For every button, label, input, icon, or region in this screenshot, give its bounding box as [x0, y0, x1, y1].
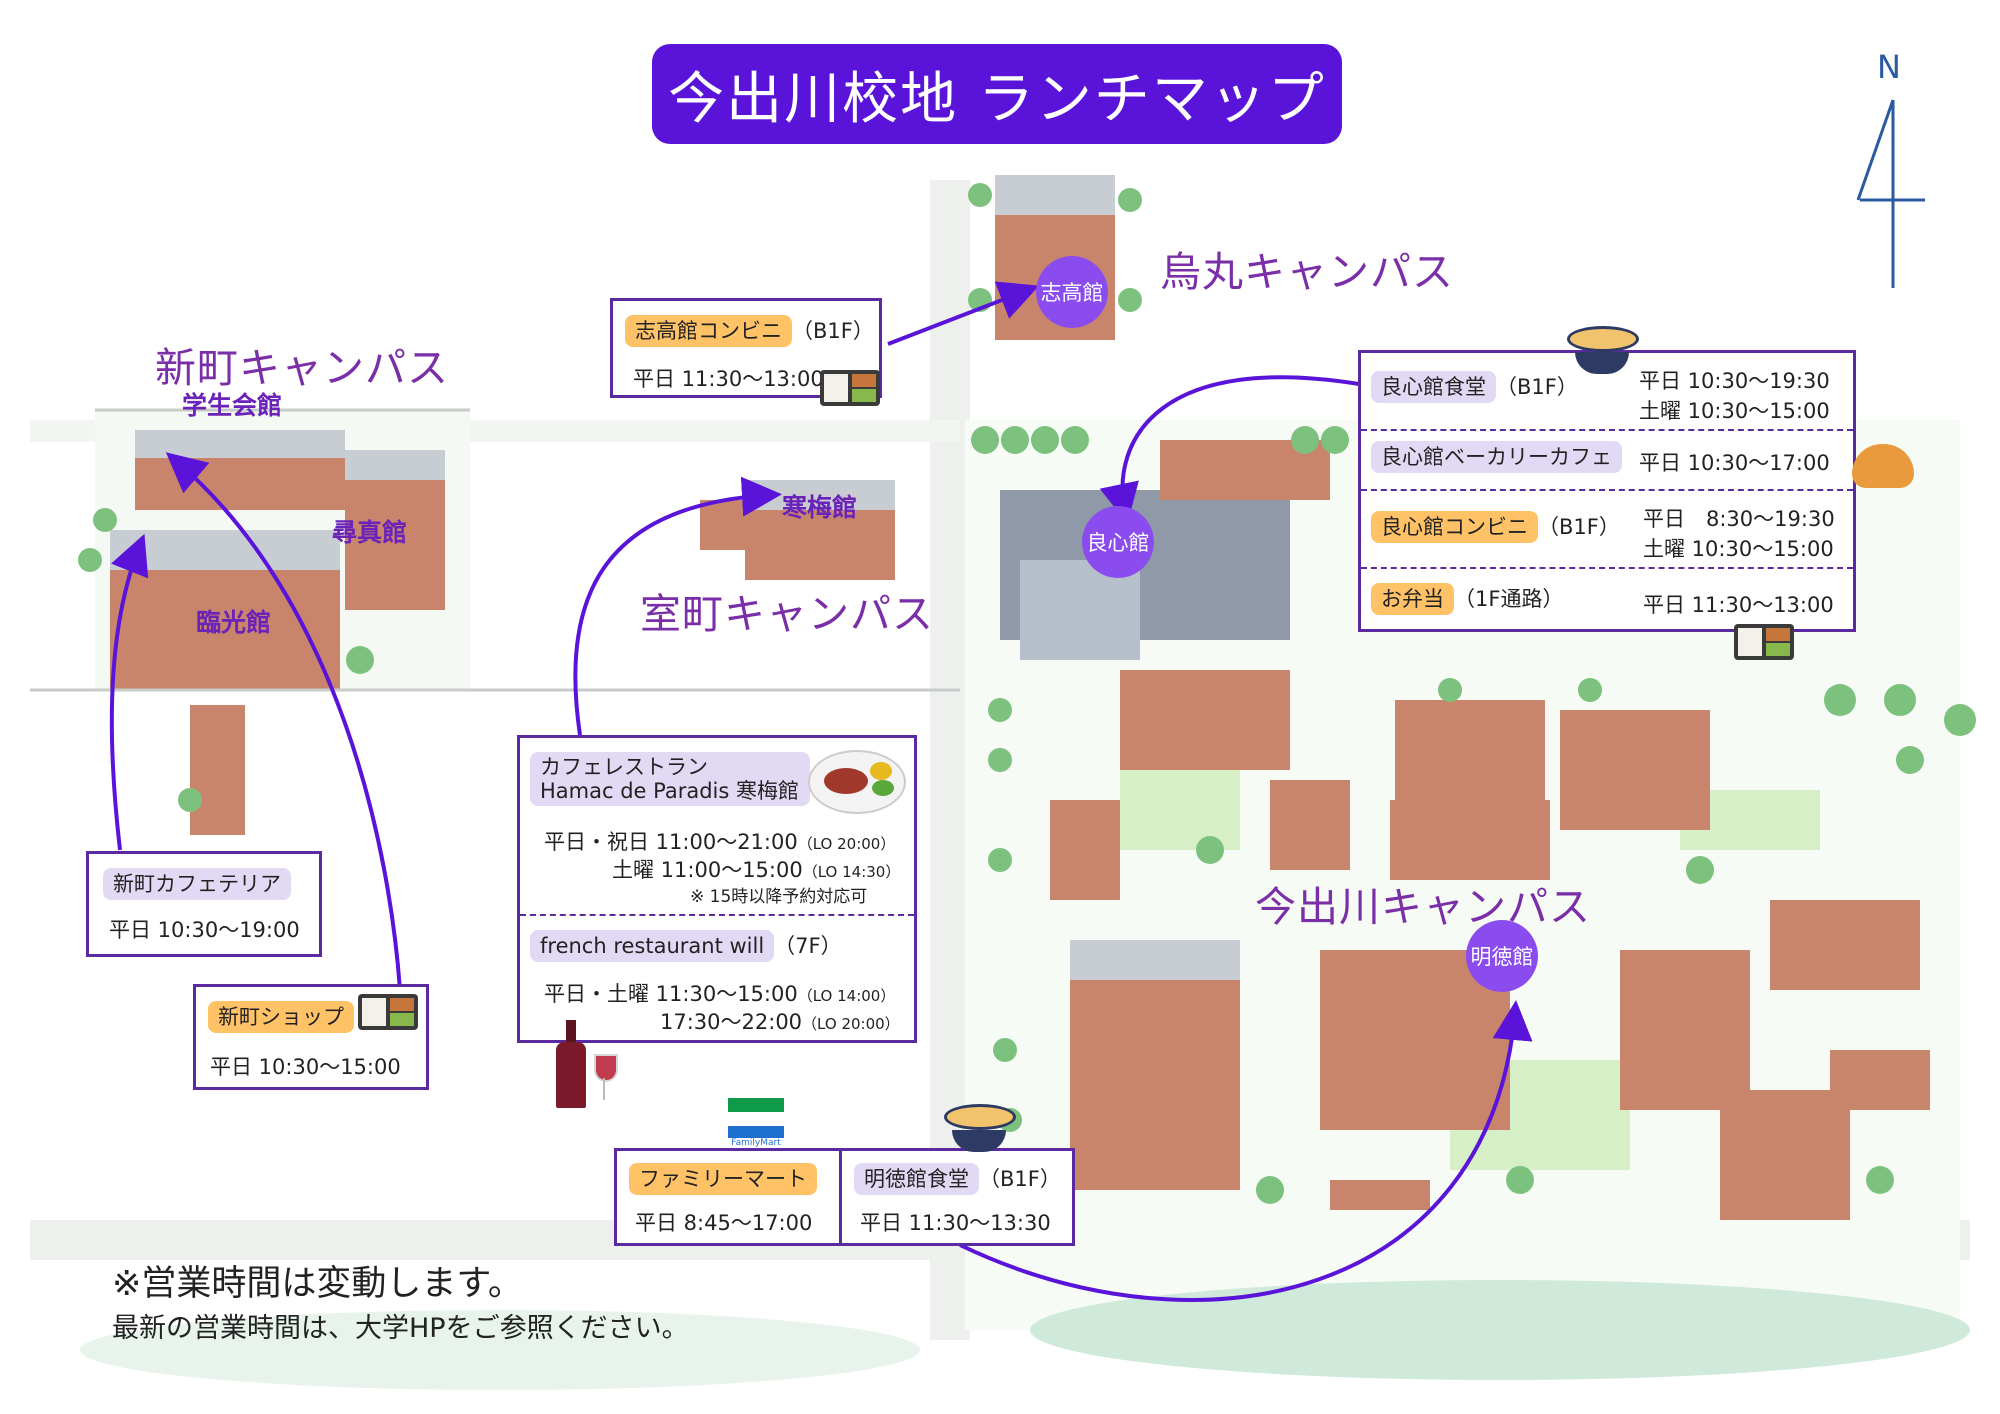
shop-hours-weekday: 平日・祝日 11:00〜21:00（LO 20:00） [544, 830, 896, 854]
bread-icon [1852, 444, 1914, 488]
north-label: N [1877, 48, 1901, 86]
shop-hours: 平日 10:30〜19:00 [109, 918, 300, 942]
divider [520, 914, 914, 916]
shop-hours: 平日 8:45〜17:00 [635, 1211, 813, 1235]
direction-arrows [109, 281, 1533, 1302]
hp-reference-note: 最新の営業時間は、大学HPをご参照ください。 [112, 1313, 689, 1344]
campus-label-muromachi: 室町キャンパス [640, 590, 934, 638]
shop-hours-sat: 土曜 10:30〜15:00 [1639, 399, 1830, 423]
pin-ryoshinkan: 良心館 [1082, 506, 1154, 578]
building-label-kanbaikan: 寒梅館 [782, 493, 858, 522]
arrow-to-kanbaikan [573, 476, 782, 736]
page-title: 今出川校地 ランチマップ [652, 44, 1342, 144]
gakuseikaikan-building [135, 430, 345, 510]
rinkokan-building [110, 530, 340, 690]
shop-floor: （B1F） [1538, 515, 1620, 539]
shop-name: お弁当 [1371, 583, 1454, 616]
arrow-to-rinkokan [109, 533, 149, 851]
pin-meitokukan: 明徳館 [1466, 920, 1538, 992]
divider [1361, 489, 1853, 491]
shinmachi-annex [190, 705, 245, 835]
ramen-icon [1567, 326, 1639, 376]
shop-hours-sat: 土曜 10:30〜15:00 [1643, 537, 1834, 561]
card-shinmachi-cafeteria: 新町カフェテリア 平日 10:30〜19:00 [86, 851, 322, 957]
card-kanbaikan: カフェレストラン Hamac de Paradis 寒梅館 平日・祝日 11:0… [517, 735, 917, 1043]
bento-icon [1734, 624, 1794, 666]
shop-name: french restaurant will [530, 930, 775, 963]
shop-floor: （1F通路） [1454, 587, 1564, 611]
shop-name: 志高館コンビニ [625, 315, 792, 348]
shop-hours-lunch: 平日・土曜 11:30〜15:00（LO 14:00） [544, 982, 896, 1006]
shop-name: カフェレストラン Hamac de Paradis 寒梅館 [530, 752, 810, 807]
shop-hours: 平日 8:30〜19:30 [1643, 507, 1835, 531]
card-ryoshinkan: 良心館食堂（B1F） 平日 10:30〜19:30 土曜 10:30〜15:00… [1358, 350, 1856, 632]
hours-change-note: ※営業時間は変動します。 [112, 1264, 523, 1304]
building-label-jinshinkan: 尋真館 [332, 518, 408, 547]
steak-plate-icon [808, 750, 906, 814]
lawn [1120, 760, 1240, 850]
arrow-to-gakuseikaikan [165, 452, 402, 991]
card-meitokukan: 明徳館食堂（B1F） 平日 11:30〜13:30 [839, 1148, 1075, 1246]
shop-name: 良心館食堂 [1371, 371, 1496, 404]
shop-name: 良心館コンビニ [1371, 511, 1538, 544]
shop-name-line2: Hamac de Paradis 寒梅館 [540, 779, 800, 804]
wine-icon [556, 1020, 620, 1110]
shop-hours-dinner: 17:30〜22:00（LO 20:00） [660, 1010, 900, 1034]
shop-name: 新町ショップ [208, 1001, 354, 1034]
imadegawa-buildings [1050, 700, 1930, 1220]
building-label-gakuseikaikan: 学生会館 [182, 391, 283, 420]
building-label-rinkokan: 臨光館 [196, 608, 272, 637]
shop-name-line1: カフェレストラン [540, 755, 708, 779]
divider [1361, 429, 1853, 431]
reservation-note: ※ 15時以降予約対応可 [690, 887, 868, 907]
campus-label-karasuma: 烏丸キャンパス [1160, 248, 1454, 296]
shop-hours: 平日 11:30〜13:30 [860, 1211, 1051, 1235]
bento-icon [358, 994, 418, 1036]
shop-name: 明徳館食堂 [854, 1163, 979, 1196]
arrow-to-meitokukan [959, 1000, 1533, 1302]
ramen-icon [944, 1104, 1016, 1154]
shop-hours: 平日 10:30〜17:00 [1639, 451, 1830, 475]
shop-name: ファミリーマート [629, 1163, 817, 1196]
bento-icon [820, 370, 880, 412]
compass-north-icon [1856, 99, 1925, 288]
shop-hours: 平日 10:30〜15:00 [210, 1055, 401, 1079]
shop-name: 良心館ベーカリーカフェ [1371, 441, 1622, 474]
shop-floor: （B1F） [979, 1167, 1061, 1191]
divider [1361, 567, 1853, 569]
jinshinkan-building [345, 450, 445, 610]
shop-hours: 平日 11:30〜13:00 [633, 367, 824, 391]
park [80, 1310, 920, 1390]
arrow-to-shikokan [887, 281, 1040, 346]
pin-shikokan: 志高館 [1036, 256, 1108, 328]
card-familymart: ファミリーマート 平日 8:45〜17:00 [614, 1148, 842, 1246]
campus-label-imadegawa: 今出川キャンパス [1255, 883, 1591, 931]
park [1030, 1280, 1970, 1380]
shop-floor: （B1F） [792, 319, 874, 343]
shop-floor: （B1F） [1496, 375, 1578, 399]
trees [78, 183, 1976, 1204]
shop-name: 新町カフェテリア [103, 868, 291, 901]
shop-hours: 平日 11:30〜13:00 [1643, 593, 1834, 617]
familymart-logo: FamilyMart [728, 1098, 784, 1148]
campus-label-shinmachi: 新町キャンパス [155, 344, 449, 392]
arrow-to-ryoshinkan [1099, 375, 1366, 524]
ryoshinkan-building [1000, 440, 1330, 770]
shop-floor: （7F） [774, 934, 842, 958]
shop-hours-sat: 土曜 11:00〜15:00（LO 14:30） [612, 858, 901, 882]
shop-hours: 平日 10:30〜19:30 [1639, 369, 1830, 393]
